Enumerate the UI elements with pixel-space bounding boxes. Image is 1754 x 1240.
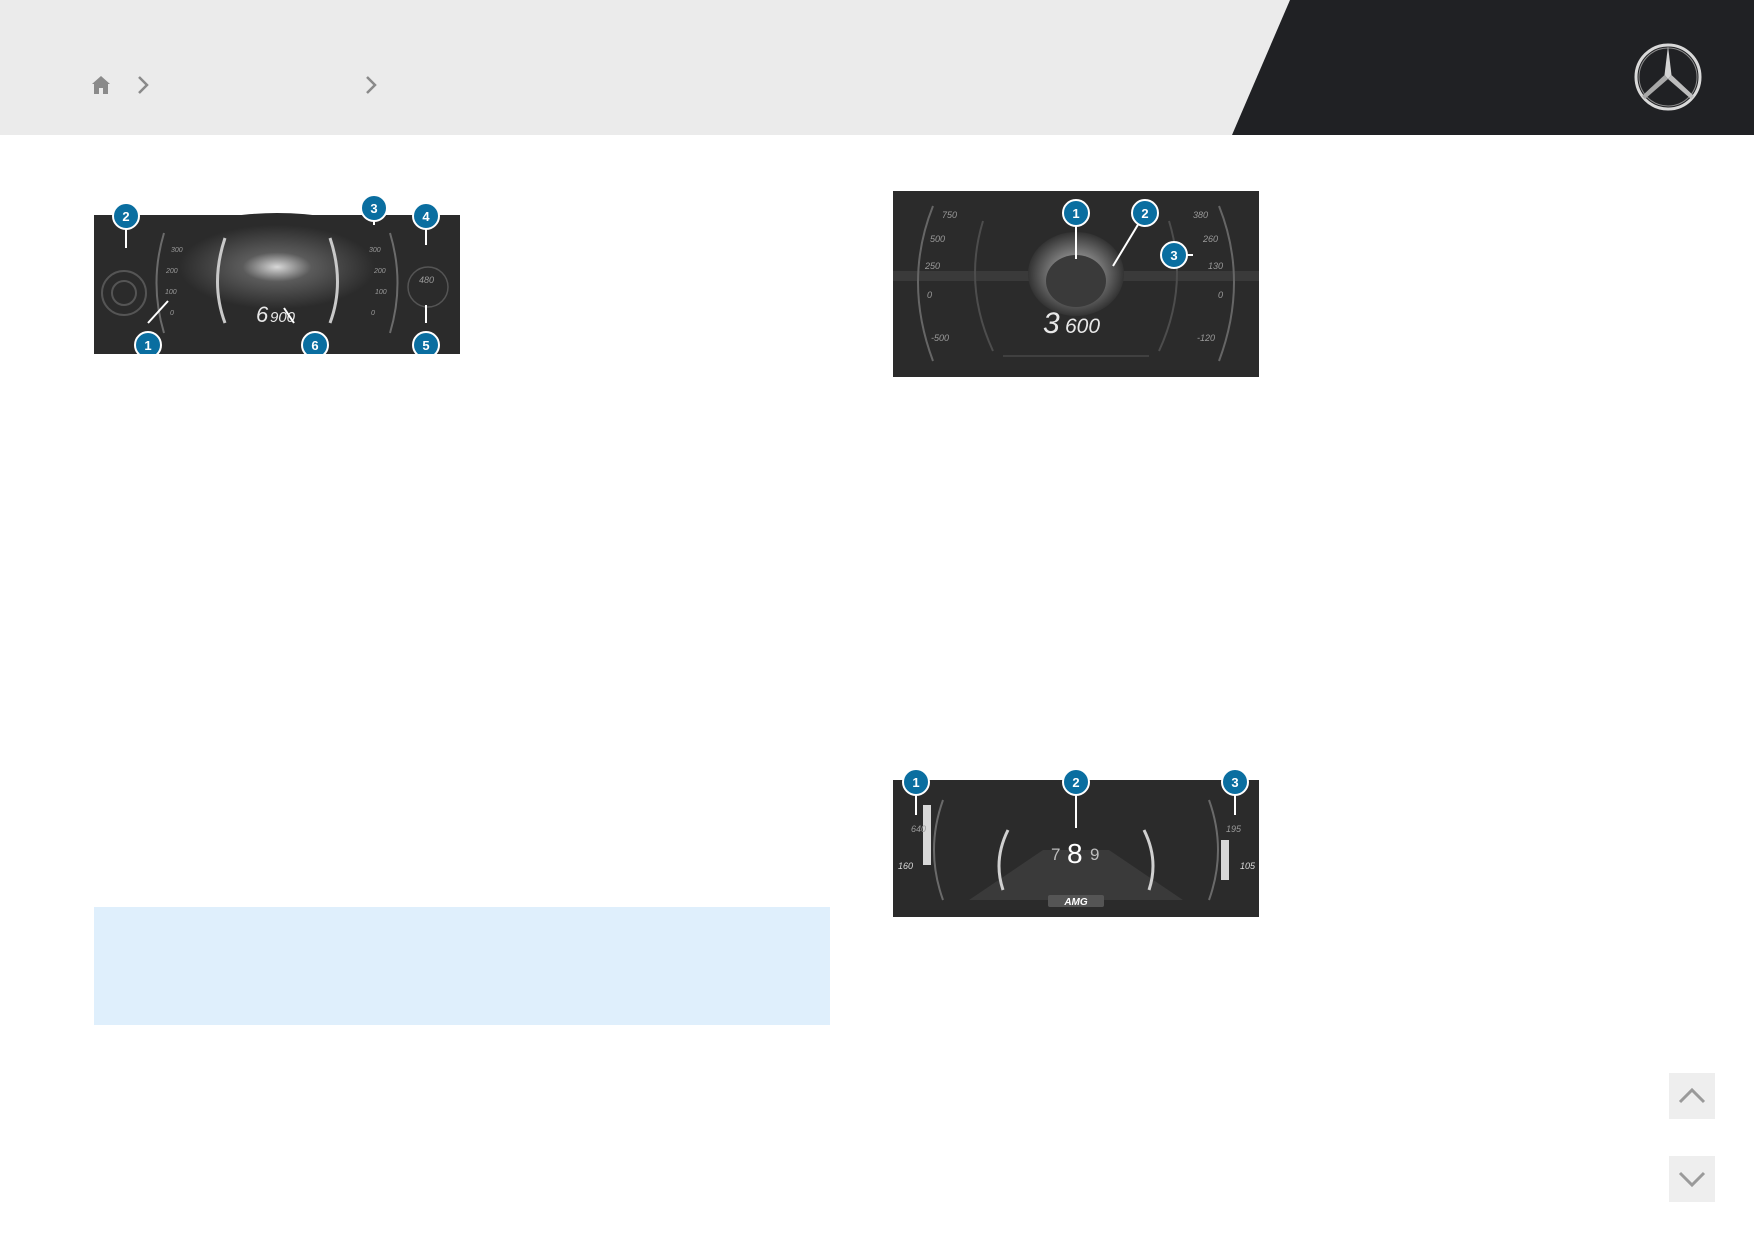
svg-text:1: 1 — [144, 338, 151, 353]
figure-1-left-scale-label: 300 — [171, 247, 183, 254]
figure-3-left-value: 160 — [898, 861, 913, 871]
figure-3-left-value: 640 — [911, 824, 926, 834]
svg-text:2: 2 — [122, 209, 129, 224]
svg-text:1: 1 — [1072, 206, 1079, 221]
figure-3-brand-logo: AMG — [1063, 897, 1088, 908]
chevron-up-icon — [1678, 1087, 1706, 1104]
figure-2-right-scale-label: 130 — [1208, 261, 1223, 271]
callout-badge: 5 — [412, 331, 440, 354]
figure-3-gear-previous: 7 — [1051, 845, 1060, 864]
scroll-up-button[interactable] — [1669, 1073, 1715, 1119]
figure-2-left-scale-label: 500 — [930, 234, 945, 244]
figure-1-right-scale-label: 300 — [369, 247, 381, 254]
figure-2-cluster-image: 750 500 250 0 -500 380 260 130 0 -120 3 … — [893, 191, 1259, 377]
header-dark-area — [1232, 0, 1754, 135]
svg-text:5: 5 — [422, 338, 429, 353]
figure-3-right-value: 105 — [1240, 861, 1256, 871]
figure-1-rpm-value-small: 900 — [270, 309, 296, 326]
callout-badge: 3 — [1221, 768, 1249, 796]
figure-1-right-scale-label: 100 — [375, 289, 387, 296]
chevron-down-icon — [1678, 1171, 1706, 1188]
svg-text:2: 2 — [1141, 206, 1148, 221]
figure-1-small-value: 480 — [419, 275, 434, 285]
figure-2-right-scale-label: -120 — [1197, 333, 1215, 343]
svg-text:1: 1 — [912, 775, 919, 790]
scroll-down-button[interactable] — [1669, 1156, 1715, 1202]
svg-text:3: 3 — [1231, 775, 1238, 790]
figure-2-rpm-value-large: 3 — [1043, 307, 1060, 340]
info-note-box — [94, 907, 830, 1025]
figure-1-left-scale-label: 0 — [170, 310, 174, 317]
callout-badge: 1 — [134, 331, 162, 354]
figure-3-gear-next: 9 — [1090, 845, 1099, 864]
figure-2-right-scale-label: 260 — [1202, 234, 1218, 244]
chevron-right-icon — [138, 76, 149, 94]
svg-text:3: 3 — [1170, 248, 1177, 263]
figure-2-left-scale-label: 250 — [924, 261, 940, 271]
callout-badge: 2 — [112, 202, 140, 230]
svg-text:3: 3 — [370, 201, 377, 216]
callout-badge: 3 — [1160, 241, 1188, 269]
callout-badge: 1 — [1062, 199, 1090, 227]
chevron-right-icon — [366, 76, 377, 94]
figure-2-left-scale-label: -500 — [931, 333, 949, 343]
callout-badge: 1 — [902, 768, 930, 796]
figure-2-right-scale-label: 0 — [1218, 290, 1223, 300]
callout-badge: 2 — [1062, 768, 1090, 796]
figure-2-left-scale-label: 750 — [942, 210, 957, 220]
figure-1-left-scale-label: 200 — [165, 268, 178, 275]
figure-1-left-scale-label: 100 — [165, 289, 177, 296]
callout-badge: 2 — [1131, 199, 1159, 227]
home-icon[interactable] — [90, 74, 112, 96]
svg-text:6: 6 — [311, 338, 318, 353]
figure-1-right-scale-label: 0 — [371, 310, 375, 317]
callout-badge: 4 — [412, 202, 440, 230]
figure-1-cluster-image: 300 200 100 0 300 200 100 0 480 6 900 2 … — [94, 193, 460, 354]
figure-3-gear-current: 8 — [1067, 838, 1083, 869]
figure-2-right-scale-label: 380 — [1193, 210, 1208, 220]
figure-1-right-scale-label: 200 — [373, 268, 386, 275]
callout-badge: 6 — [301, 331, 329, 354]
svg-text:2: 2 — [1072, 775, 1079, 790]
callout-badge: 3 — [360, 194, 388, 222]
figure-2-left-scale-label: 0 — [927, 290, 932, 300]
figure-3-cluster-image: 640 160 195 105 7 8 9 AMG 1 2 3 — [893, 760, 1259, 917]
figure-1-rpm-value-large: 6 — [256, 302, 269, 327]
figure-3-right-value: 195 — [1226, 824, 1242, 834]
mercedes-star-icon[interactable] — [1633, 42, 1703, 112]
figure-2-rpm-value-small: 600 — [1065, 315, 1100, 338]
svg-text:4: 4 — [422, 209, 430, 224]
